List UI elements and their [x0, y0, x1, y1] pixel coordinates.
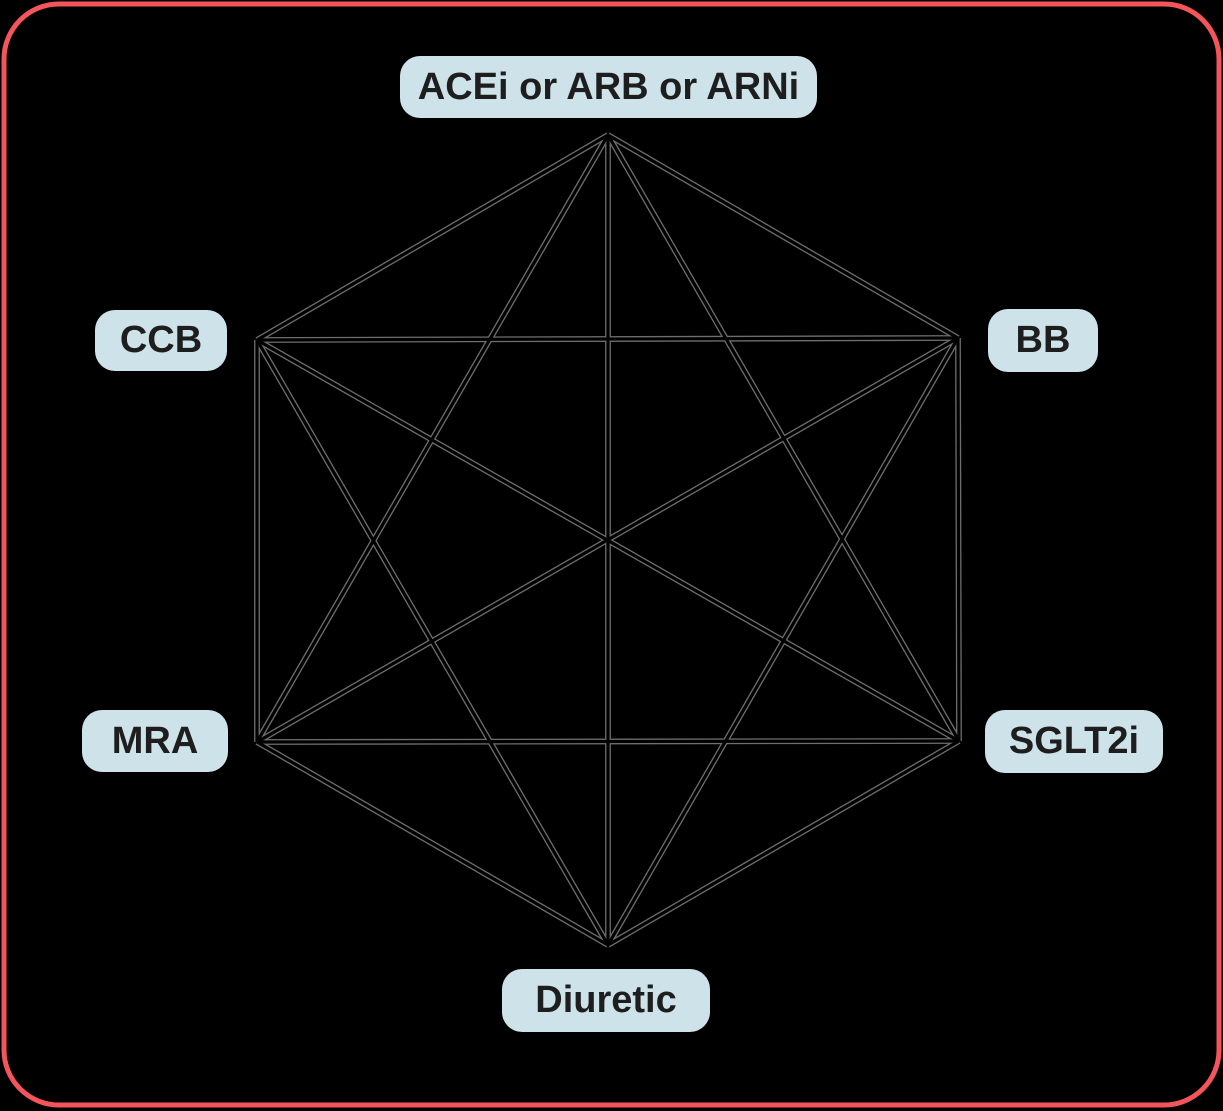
edge-sglt2i-ccb [256, 338, 960, 743]
edge-sglt2i-mra [256, 739, 960, 744]
edge-core-layer [255, 133, 961, 947]
node-acei-arb-arni-label: ACEi or ARB or ARNi [417, 65, 800, 108]
node-ccb: CCB [95, 310, 227, 371]
edge-bb-ccb [256, 336, 959, 342]
edge-acei-ccb [256, 133, 609, 342]
node-sglt2i: SGLT2i [985, 710, 1163, 773]
node-bb-label: BB [1015, 319, 1071, 361]
edge-acei-bb [607, 133, 959, 340]
node-bb: BB [988, 309, 1098, 372]
node-acei-arb-arni: ACEi or ARB or ARNi [400, 56, 817, 118]
edge-diuretic-mra [256, 740, 609, 947]
edge-diuretic-ccb [255, 339, 610, 946]
edge-sglt2i-diuretic [607, 739, 960, 947]
node-sglt2i-label: SGLT2i [1008, 720, 1140, 762]
node-diuretic-label: Diuretic [535, 979, 677, 1021]
node-mra-label: MRA [111, 719, 199, 762]
edge-bb-sglt2i [956, 337, 961, 742]
node-ccb-label: CCB [119, 319, 203, 361]
node-mra: MRA [82, 710, 228, 772]
node-diuretic: Diuretic [502, 969, 710, 1032]
